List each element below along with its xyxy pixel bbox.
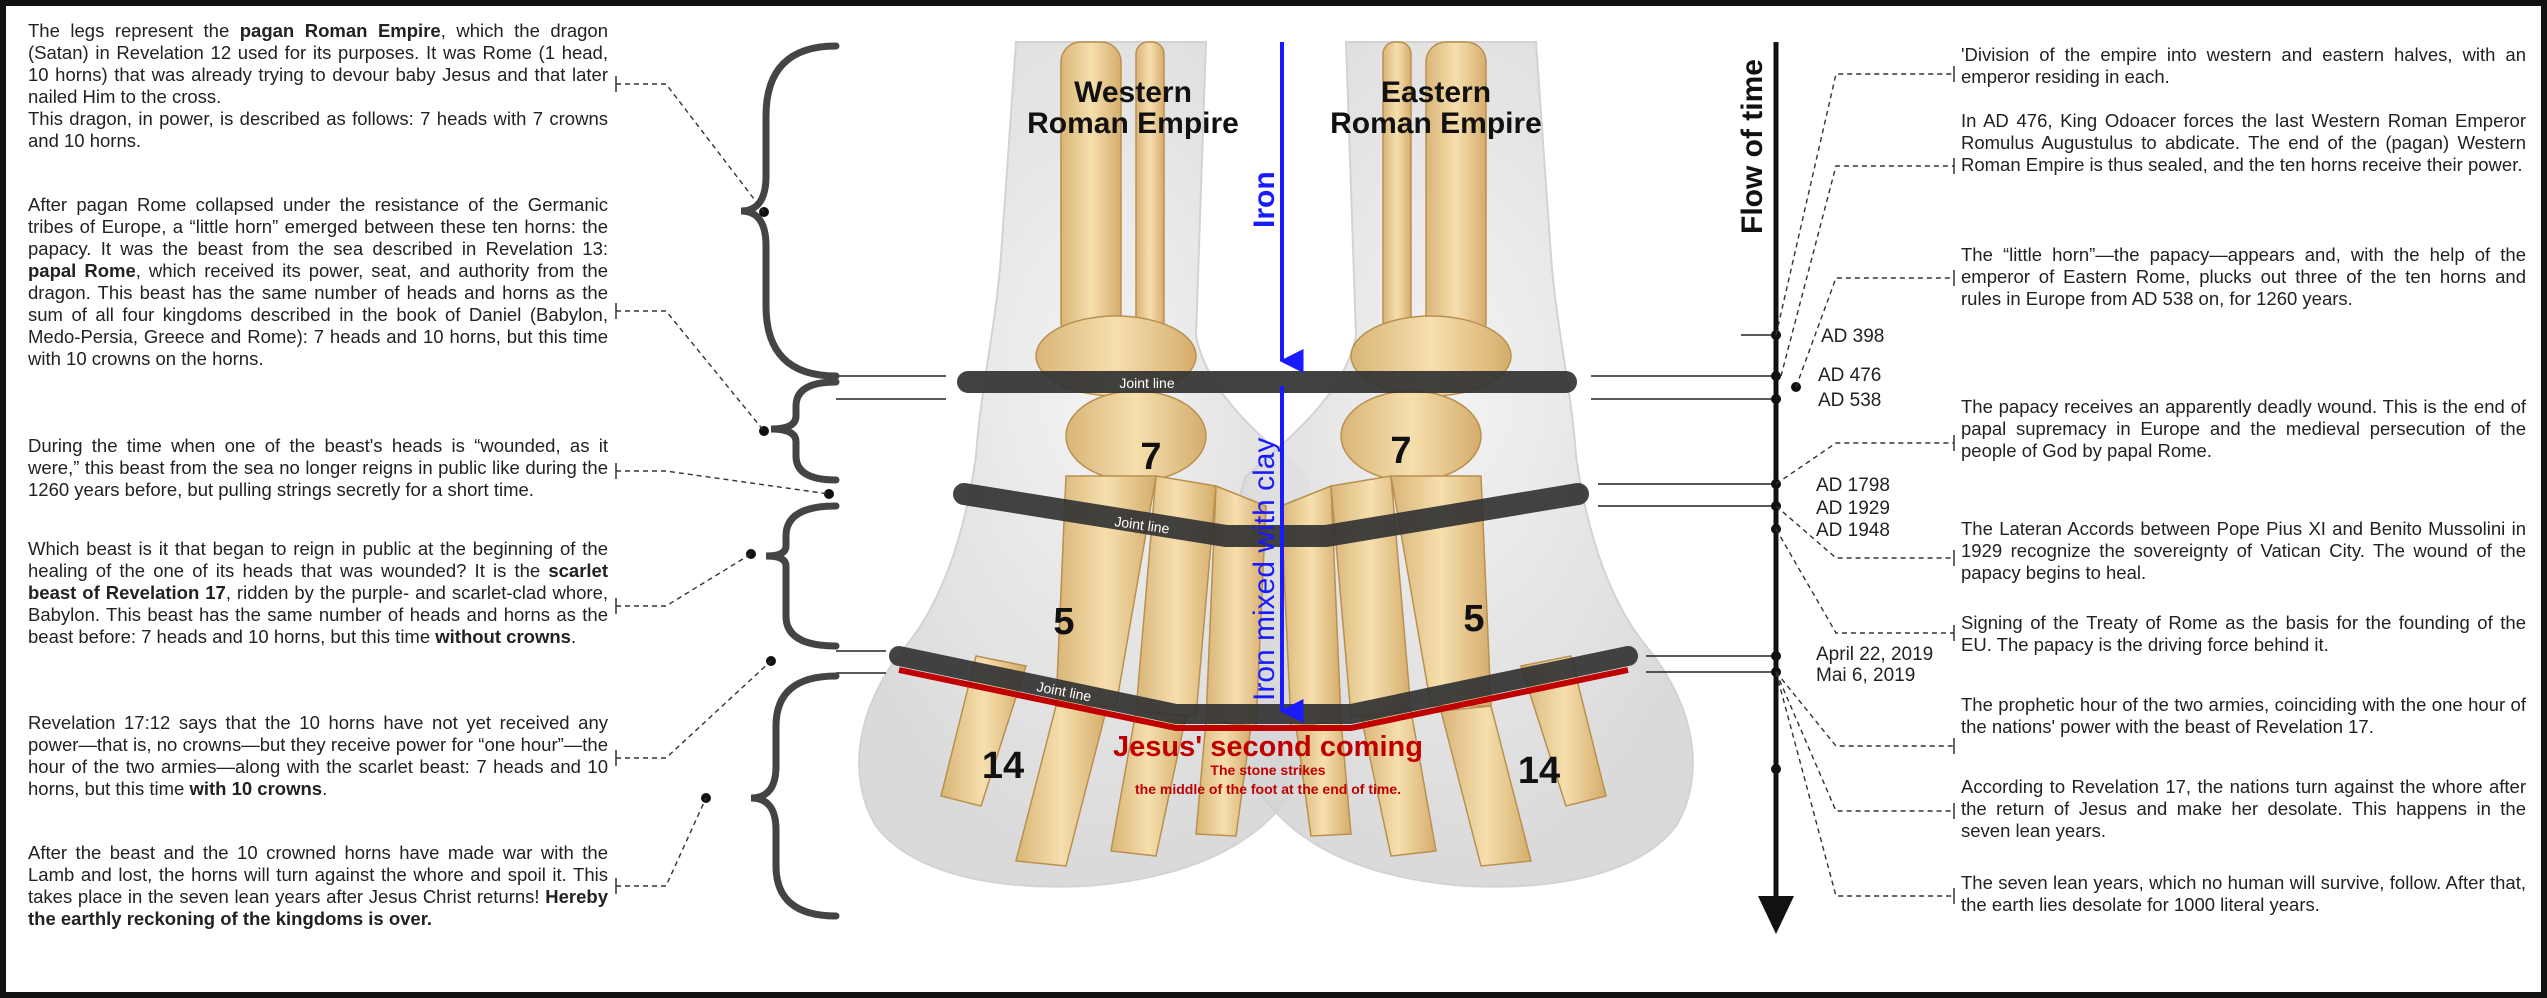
- left-text-6: After the beast and the 10 crowned horns…: [28, 842, 608, 929]
- joint-line-label-2: Joint line: [1114, 513, 1171, 537]
- date-label: April 22, 2019: [1816, 644, 1933, 665]
- flow-of-time-label: Flow of time: [1736, 59, 1769, 234]
- right-text-1: 'Division of the empire into western and…: [1961, 44, 2526, 87]
- date-label: AD 538: [1818, 390, 1881, 411]
- joint-line-3: [889, 646, 1638, 731]
- right-text-9: The seven lean years, which no human wil…: [1961, 872, 2526, 915]
- right-text-6: Signing of the Treaty of Rome as the bas…: [1961, 612, 2526, 655]
- count-14-left: 14: [982, 745, 1024, 787]
- left-text-5: Revelation 17:12 says that the 10 horns …: [28, 712, 608, 799]
- stone-line-2: the middle of the foot at the end of tim…: [1135, 781, 1401, 797]
- count-5-right: 5: [1463, 598, 1484, 640]
- date-label: AD 476: [1818, 365, 1881, 386]
- left-text-4: Which beast is it that began to reign in…: [28, 538, 608, 647]
- count-5-left: 5: [1053, 601, 1074, 643]
- date-label: AD 1798: [1816, 475, 1890, 496]
- left-braces: [740, 42, 840, 920]
- date-label: AD 1929: [1816, 498, 1890, 519]
- left-text-2: After pagan Rome collapsed under the res…: [28, 194, 608, 369]
- count-7-left: 7: [1140, 436, 1161, 478]
- right-text-4: The papacy receives an apparently deadly…: [1961, 396, 2526, 461]
- right-leaders: [1775, 73, 1954, 897]
- joint-line-label-1: Joint line: [1119, 375, 1174, 391]
- right-text-5: The Lateran Accords between Pope Pius XI…: [1961, 518, 2526, 583]
- date-label: Mai 6, 2019: [1816, 665, 1915, 686]
- iron-label: Iron: [1248, 171, 1281, 228]
- right-text-2: In AD 476, King Odoacer forces the last …: [1961, 110, 2526, 175]
- stone-line-1: The stone strikes: [1210, 762, 1325, 778]
- left-text-1: The legs represent the pagan Roman Empir…: [28, 20, 608, 151]
- right-text-7: The prophetic hour of the two armies, co…: [1961, 694, 2526, 737]
- joint-connectors: [836, 334, 1781, 674]
- count-7-right: 7: [1390, 430, 1411, 472]
- left-leaders: [616, 83, 830, 887]
- date-label: AD 398: [1821, 326, 1884, 347]
- joint-line-2: [953, 483, 1589, 547]
- left-text-3: During the time when one of the beast's …: [28, 435, 608, 500]
- right-text-8: According to Revelation 17, the nations …: [1961, 776, 2526, 841]
- timeline-arrowhead: [1758, 896, 1794, 934]
- right-text-3: The “little horn”—the papacy—appears and…: [1961, 244, 2526, 309]
- iron-clay-label: Iron mixed with clay: [1248, 438, 1281, 701]
- date-label: AD 1948: [1816, 520, 1890, 541]
- count-14-right: 14: [1518, 750, 1560, 792]
- second-coming-title: Jesus' second coming: [1113, 731, 1423, 763]
- timeline-dates: AD 398 AD 476 AD 538 AD 1798 AD 1929 AD …: [1816, 326, 1933, 686]
